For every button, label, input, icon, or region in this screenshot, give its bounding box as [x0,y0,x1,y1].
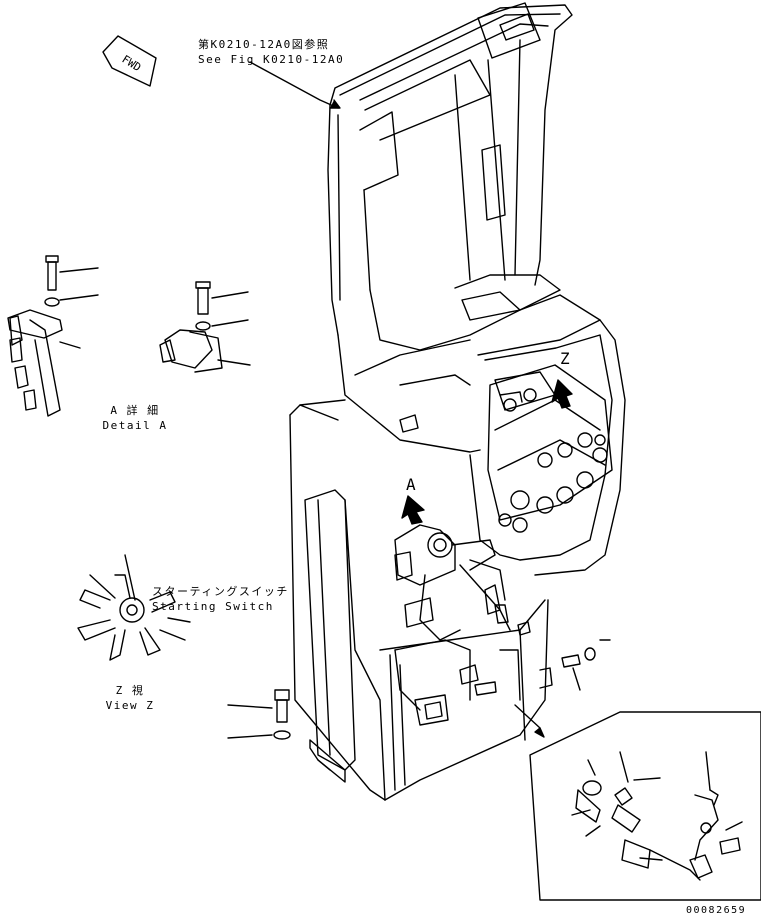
fwd-arrow-label: FWD [120,53,144,75]
ref-note-leader [249,61,339,109]
detail-switch-bracket [159,281,251,373]
inset-leader-arrow [514,704,541,729]
side-bolt [561,639,611,691]
detail-a-title: A 詳 細 [110,404,160,417]
detail-a-bracket [7,255,99,417]
detail-a-subtitle: Detail A [102,419,168,432]
starting-switch-label-jp: スターティングスイッチ [152,585,289,598]
ref-note-line2: See Fig K0210-12A0 [198,53,345,66]
arrow-z-label: Z [560,349,572,368]
ref-note-line1: 第K0210-12A0図参照 [198,38,330,51]
console-assembly [289,2,626,801]
view-z-title: Z 視 [115,684,145,697]
starting-switch-label: Starting Switch [152,600,274,613]
view-z-subtitle: View Z [105,699,155,712]
bolt-washer [227,689,291,740]
arrow-z-icon [551,379,573,409]
drawing-number: 00082659 [686,905,747,916]
arrow-a-label: A [406,475,418,494]
inset-detail-box [529,711,761,901]
fwd-arrow-icon: FWD [102,35,157,87]
arrow-a-icon [401,495,425,525]
starting-switch-view [77,554,191,661]
